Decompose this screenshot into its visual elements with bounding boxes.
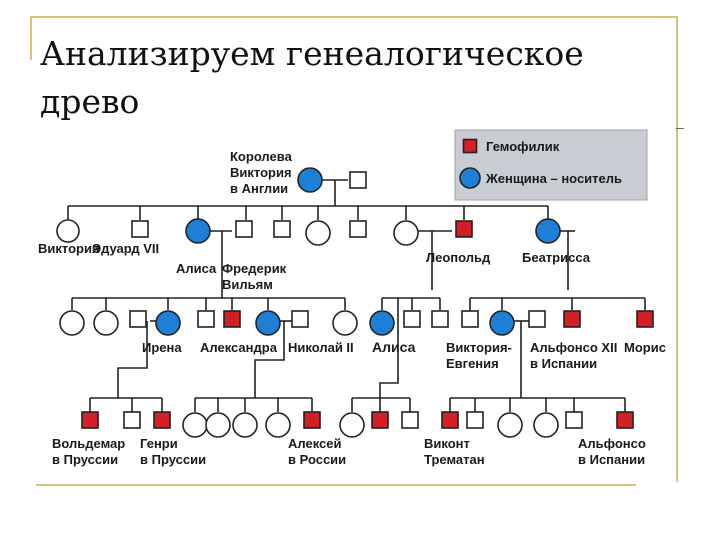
person-label-alfonso: Альфонсо: [578, 436, 646, 451]
carrier-female-circle: [459, 167, 481, 189]
person-label-leopold: Леопольд: [426, 250, 491, 265]
person-label-maurice: Морис: [624, 340, 666, 355]
person-label-victoria-queen: Королева: [230, 149, 293, 164]
slide-title: Анализируем генеалогическое древо: [40, 30, 640, 126]
legend-carrier-label: Женщина – носитель: [485, 171, 622, 186]
person-label-victoria-eugenia: Виктория-: [446, 340, 512, 355]
person-label-victoria: Виктория: [38, 241, 100, 256]
frame-right-border: [676, 16, 678, 482]
male-square: [273, 220, 291, 238]
legend-box: [454, 129, 648, 201]
frame-tick-mark: [676, 128, 684, 129]
female-circle: [93, 310, 119, 336]
hemophiliac-male-square: [616, 411, 634, 429]
person-label-edward: Эдуард VII: [92, 241, 159, 256]
female-circle: [232, 412, 258, 438]
hemophiliac-male-square: [153, 411, 171, 429]
carrier-female-circle: [369, 310, 395, 336]
female-circle: [182, 412, 208, 438]
legend-hemophiliac-label: Гемофилик: [486, 139, 560, 154]
slide-title-line-1: Анализируем генеалогическое: [40, 34, 584, 73]
carrier-female-circle: [489, 310, 515, 336]
person-label-viscount: Виконт: [424, 436, 470, 451]
person-label-alexandra: Александра: [200, 340, 278, 355]
carrier-female-circle: [255, 310, 281, 336]
person-label-nicholas: Николай II: [288, 340, 354, 355]
hemophiliac-male-square: [441, 411, 459, 429]
carrier-female-circle: [155, 310, 181, 336]
male-square: [565, 411, 583, 429]
person-label-beatrice: Беатрисса: [522, 250, 591, 265]
hemophiliac-male-square: [371, 411, 389, 429]
hemophiliac-male-square: [223, 310, 241, 328]
person-label-frederick: Фредерик: [222, 261, 287, 276]
female-circle: [497, 412, 523, 438]
person-label-irena: Ирена: [142, 340, 182, 355]
female-circle: [339, 412, 365, 438]
person-label-waldemar: в Пруссии: [52, 452, 118, 467]
female-circle: [205, 412, 231, 438]
female-circle: [265, 412, 291, 438]
female-circle: [56, 219, 80, 243]
person-label-alfonso12: в Испании: [530, 356, 597, 371]
person-label-henry: в Пруссии: [140, 452, 206, 467]
person-label-alfonso: в Испании: [578, 452, 645, 467]
male-square: [131, 220, 149, 238]
male-square: [403, 310, 421, 328]
frame-top-border: [30, 16, 678, 18]
frame-left-border: [30, 16, 32, 60]
person-label-frederick: Вильям: [222, 277, 273, 292]
person-label-alice2: Алиса: [372, 339, 416, 355]
hemophiliac-male-square: [636, 310, 654, 328]
female-circle: [59, 310, 85, 336]
frame-bottom-border: [36, 484, 636, 486]
male-square: [401, 411, 419, 429]
male-square: [291, 310, 309, 328]
carrier-female-circle: [185, 218, 211, 244]
male-square: [349, 220, 367, 238]
hemophiliac-male-square: [455, 220, 473, 238]
person-label-alfonso12: Альфонсо XII: [530, 340, 617, 355]
male-square: [431, 310, 449, 328]
male-square: [349, 171, 367, 189]
person-label-victoria-queen: Виктория: [230, 165, 292, 180]
carrier-female-circle: [535, 218, 561, 244]
male-square: [129, 310, 147, 328]
female-circle: [393, 220, 419, 246]
hemophiliac-male-square: [81, 411, 99, 429]
hemophiliac-male-square: [462, 138, 478, 154]
male-square: [235, 220, 253, 238]
female-circle: [533, 412, 559, 438]
person-label-viscount: Трематан: [424, 452, 485, 467]
male-square: [123, 411, 141, 429]
slide-title-line-2: древо: [40, 82, 140, 121]
hemophiliac-male-square: [303, 411, 321, 429]
male-square: [197, 310, 215, 328]
pedigree-line: [254, 321, 285, 398]
pedigree-line: [117, 321, 148, 398]
person-label-alexei: в России: [288, 452, 346, 467]
male-square: [528, 310, 546, 328]
pedigree-line: [379, 298, 399, 398]
male-square: [461, 310, 479, 328]
male-square: [466, 411, 484, 429]
hemophiliac-male-square: [563, 310, 581, 328]
person-label-alice1: Алиса: [176, 261, 217, 276]
female-circle: [332, 310, 358, 336]
person-label-henry: Генри: [140, 436, 178, 451]
carrier-female-circle: [297, 167, 323, 193]
person-label-victoria-queen: в Англии: [230, 181, 288, 196]
person-label-waldemar: Вольдемар: [52, 436, 125, 451]
female-circle: [305, 220, 331, 246]
person-label-alexei: Алексей: [288, 436, 342, 451]
person-label-victoria-eugenia: Евгения: [446, 356, 499, 371]
